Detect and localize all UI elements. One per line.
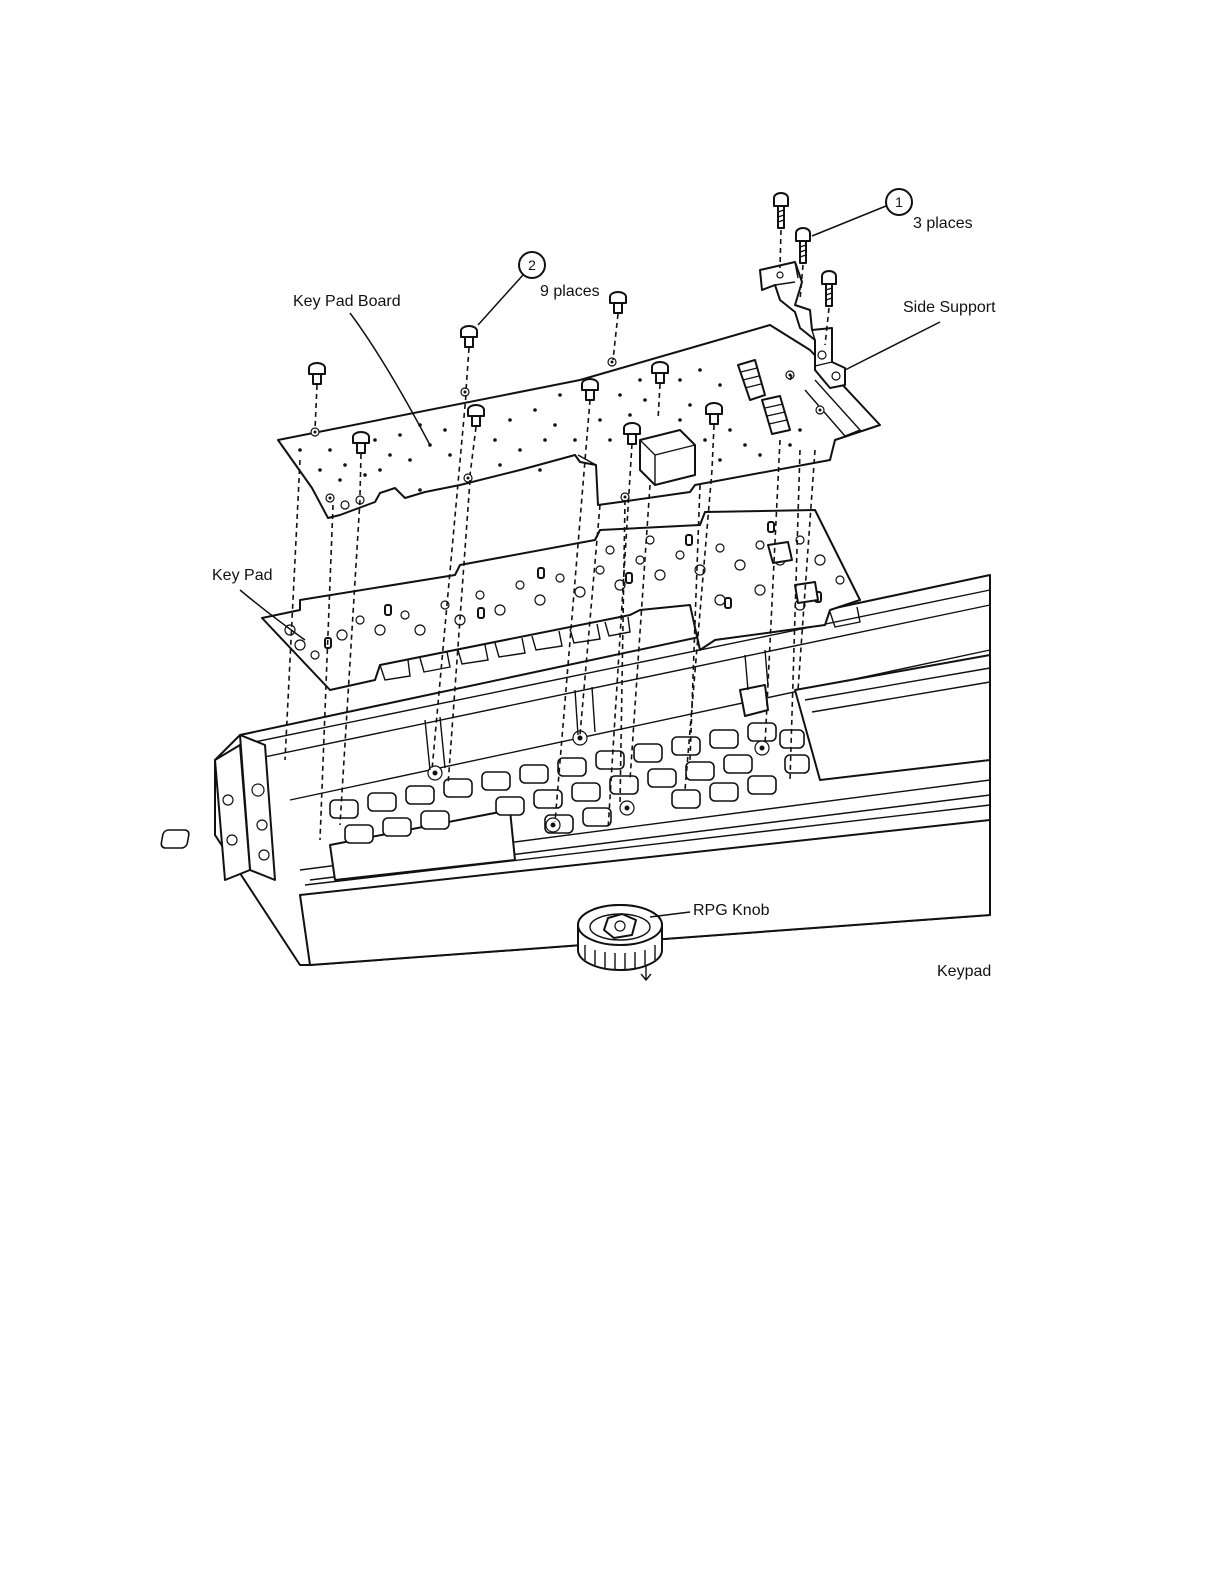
screw-board <box>461 326 477 347</box>
label-key-pad: Key Pad <box>212 567 305 640</box>
side-support-label: Side Support <box>903 299 996 316</box>
screw-side-support <box>774 193 788 228</box>
screw-side-support <box>796 228 810 263</box>
screw-board <box>309 363 325 384</box>
callout-2: 2 9 places <box>478 252 600 325</box>
callout-1: 1 3 places <box>812 189 973 236</box>
rpg-knob <box>578 905 662 980</box>
key-pad-label: Key Pad <box>212 567 272 584</box>
callout-1-number: 1 <box>895 194 903 210</box>
callout-2-label: 9 places <box>540 283 600 300</box>
label-side-support: Side Support <box>845 299 996 370</box>
screw-side-support <box>822 271 836 306</box>
rpg-knob-label: RPG Knob <box>693 902 770 919</box>
key-pad-board-label: Key Pad Board <box>293 293 401 310</box>
callout-1-label: 3 places <box>913 215 973 232</box>
screw-board <box>610 292 626 313</box>
callout-2-number: 2 <box>528 257 536 273</box>
figure-caption: Keypad <box>937 963 991 980</box>
key-pad-board <box>278 325 880 518</box>
